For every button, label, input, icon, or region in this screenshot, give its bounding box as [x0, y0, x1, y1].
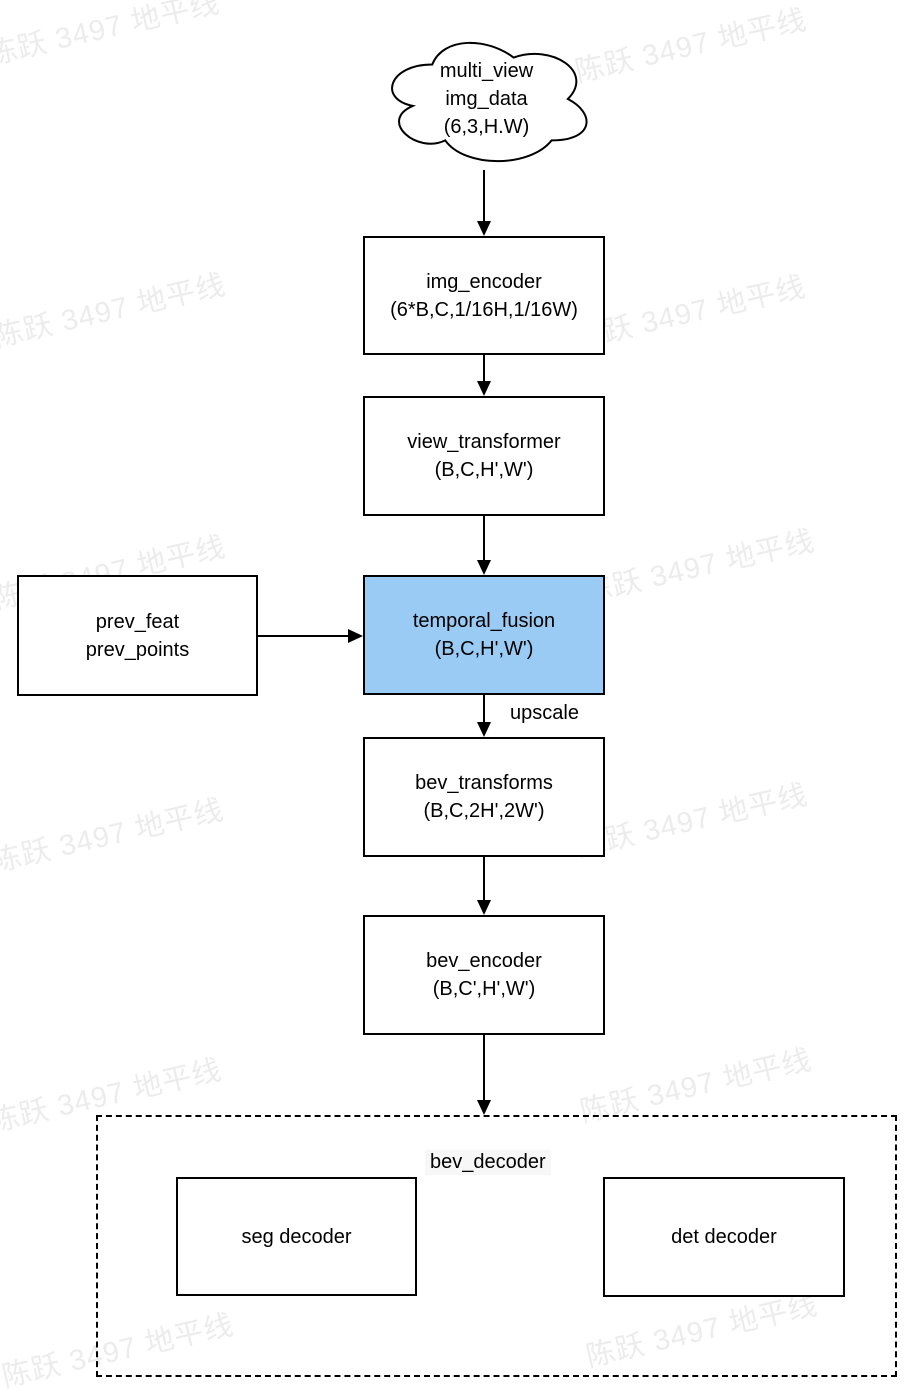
- node-img-encoder: img_encoder (6*B,C,1/16H,1/16W): [363, 236, 605, 355]
- node-view-transformer: view_transformer (B,C,H',W'): [363, 396, 605, 516]
- node-bev-encoder: bev_encoder (B,C',H',W'): [363, 915, 605, 1035]
- arrow-cloud-to-img-encoder: [477, 170, 491, 236]
- bev-transforms-shape: (B,C,2H',2W'): [423, 800, 545, 822]
- bev-encoder-name: bev_encoder: [426, 950, 542, 972]
- node-bev-transforms: bev_transforms (B,C,2H',2W'): [363, 737, 605, 857]
- cloud-shape-icon: [391, 41, 588, 163]
- node-multi-view-img-data: multi_view img_data (6,3,H.W): [378, 30, 595, 168]
- view-transformer-shape: (B,C,H',W'): [434, 459, 534, 481]
- watermark: 陈跃 3497 地平线: [572, 4, 810, 89]
- group-bev-decoder: [96, 1115, 897, 1377]
- bev-transforms-name: bev_transforms: [415, 772, 553, 794]
- bev-decoder-group-label: bev_decoder: [425, 1150, 551, 1175]
- temporal-fusion-shape: (B,C,H',W'): [434, 638, 534, 660]
- cloud-line-1: multi_view: [439, 60, 534, 82]
- arrow-view-transformer-to-temporal-fusion: [477, 516, 491, 575]
- watermark: 陈跃 3497 地平线: [580, 525, 818, 610]
- arrow-img-encoder-to-view-transformer: [477, 355, 491, 396]
- cloud-line-2: img_data: [445, 88, 528, 110]
- prev-points-label: prev_points: [85, 638, 190, 661]
- node-seg-decoder: seg decoder: [176, 1177, 417, 1296]
- cloud-label: multi_view img_data (6,3,H.W): [378, 30, 595, 168]
- det-decoder-label: det decoder: [671, 1226, 777, 1248]
- seg-decoder-label: seg decoder: [241, 1225, 352, 1248]
- img-encoder-shape: (6*B,C,1/16H,1/16W): [390, 298, 578, 321]
- bev-encoder-shape: (B,C',H',W'): [432, 978, 536, 1000]
- prev-feat-label: prev_feat: [95, 610, 180, 633]
- arrow-bev-encoder-to-bev-decoder: [477, 1035, 491, 1115]
- watermark: 陈跃 3497 地平线: [0, 794, 227, 879]
- watermark: 陈跃 3497 地平线: [0, 0, 223, 72]
- arrow-temporal-fusion-to-bev-transforms: [477, 695, 491, 737]
- node-temporal-fusion: temporal_fusion (B,C,H',W'): [363, 575, 605, 695]
- watermark: 陈跃 3497 地平线: [0, 269, 229, 354]
- arrow-bev-transforms-to-bev-encoder: [477, 857, 491, 915]
- temporal-fusion-name: temporal_fusion: [412, 610, 556, 632]
- watermark: 陈跃 3497 地平线: [573, 779, 811, 864]
- img-encoder-name: img_encoder: [426, 270, 542, 293]
- arrow-prev-inputs-to-temporal-fusion: [258, 629, 363, 643]
- view-transformer-name: view_transformer: [407, 431, 561, 453]
- watermark: 陈跃 3497 地平线: [571, 271, 809, 356]
- cloud-line-3: (6,3,H.W): [443, 116, 530, 138]
- upscale-edge-label: upscale: [510, 702, 579, 724]
- node-det-decoder: det decoder: [603, 1177, 845, 1297]
- node-prev-inputs: prev_feat prev_points: [17, 575, 258, 696]
